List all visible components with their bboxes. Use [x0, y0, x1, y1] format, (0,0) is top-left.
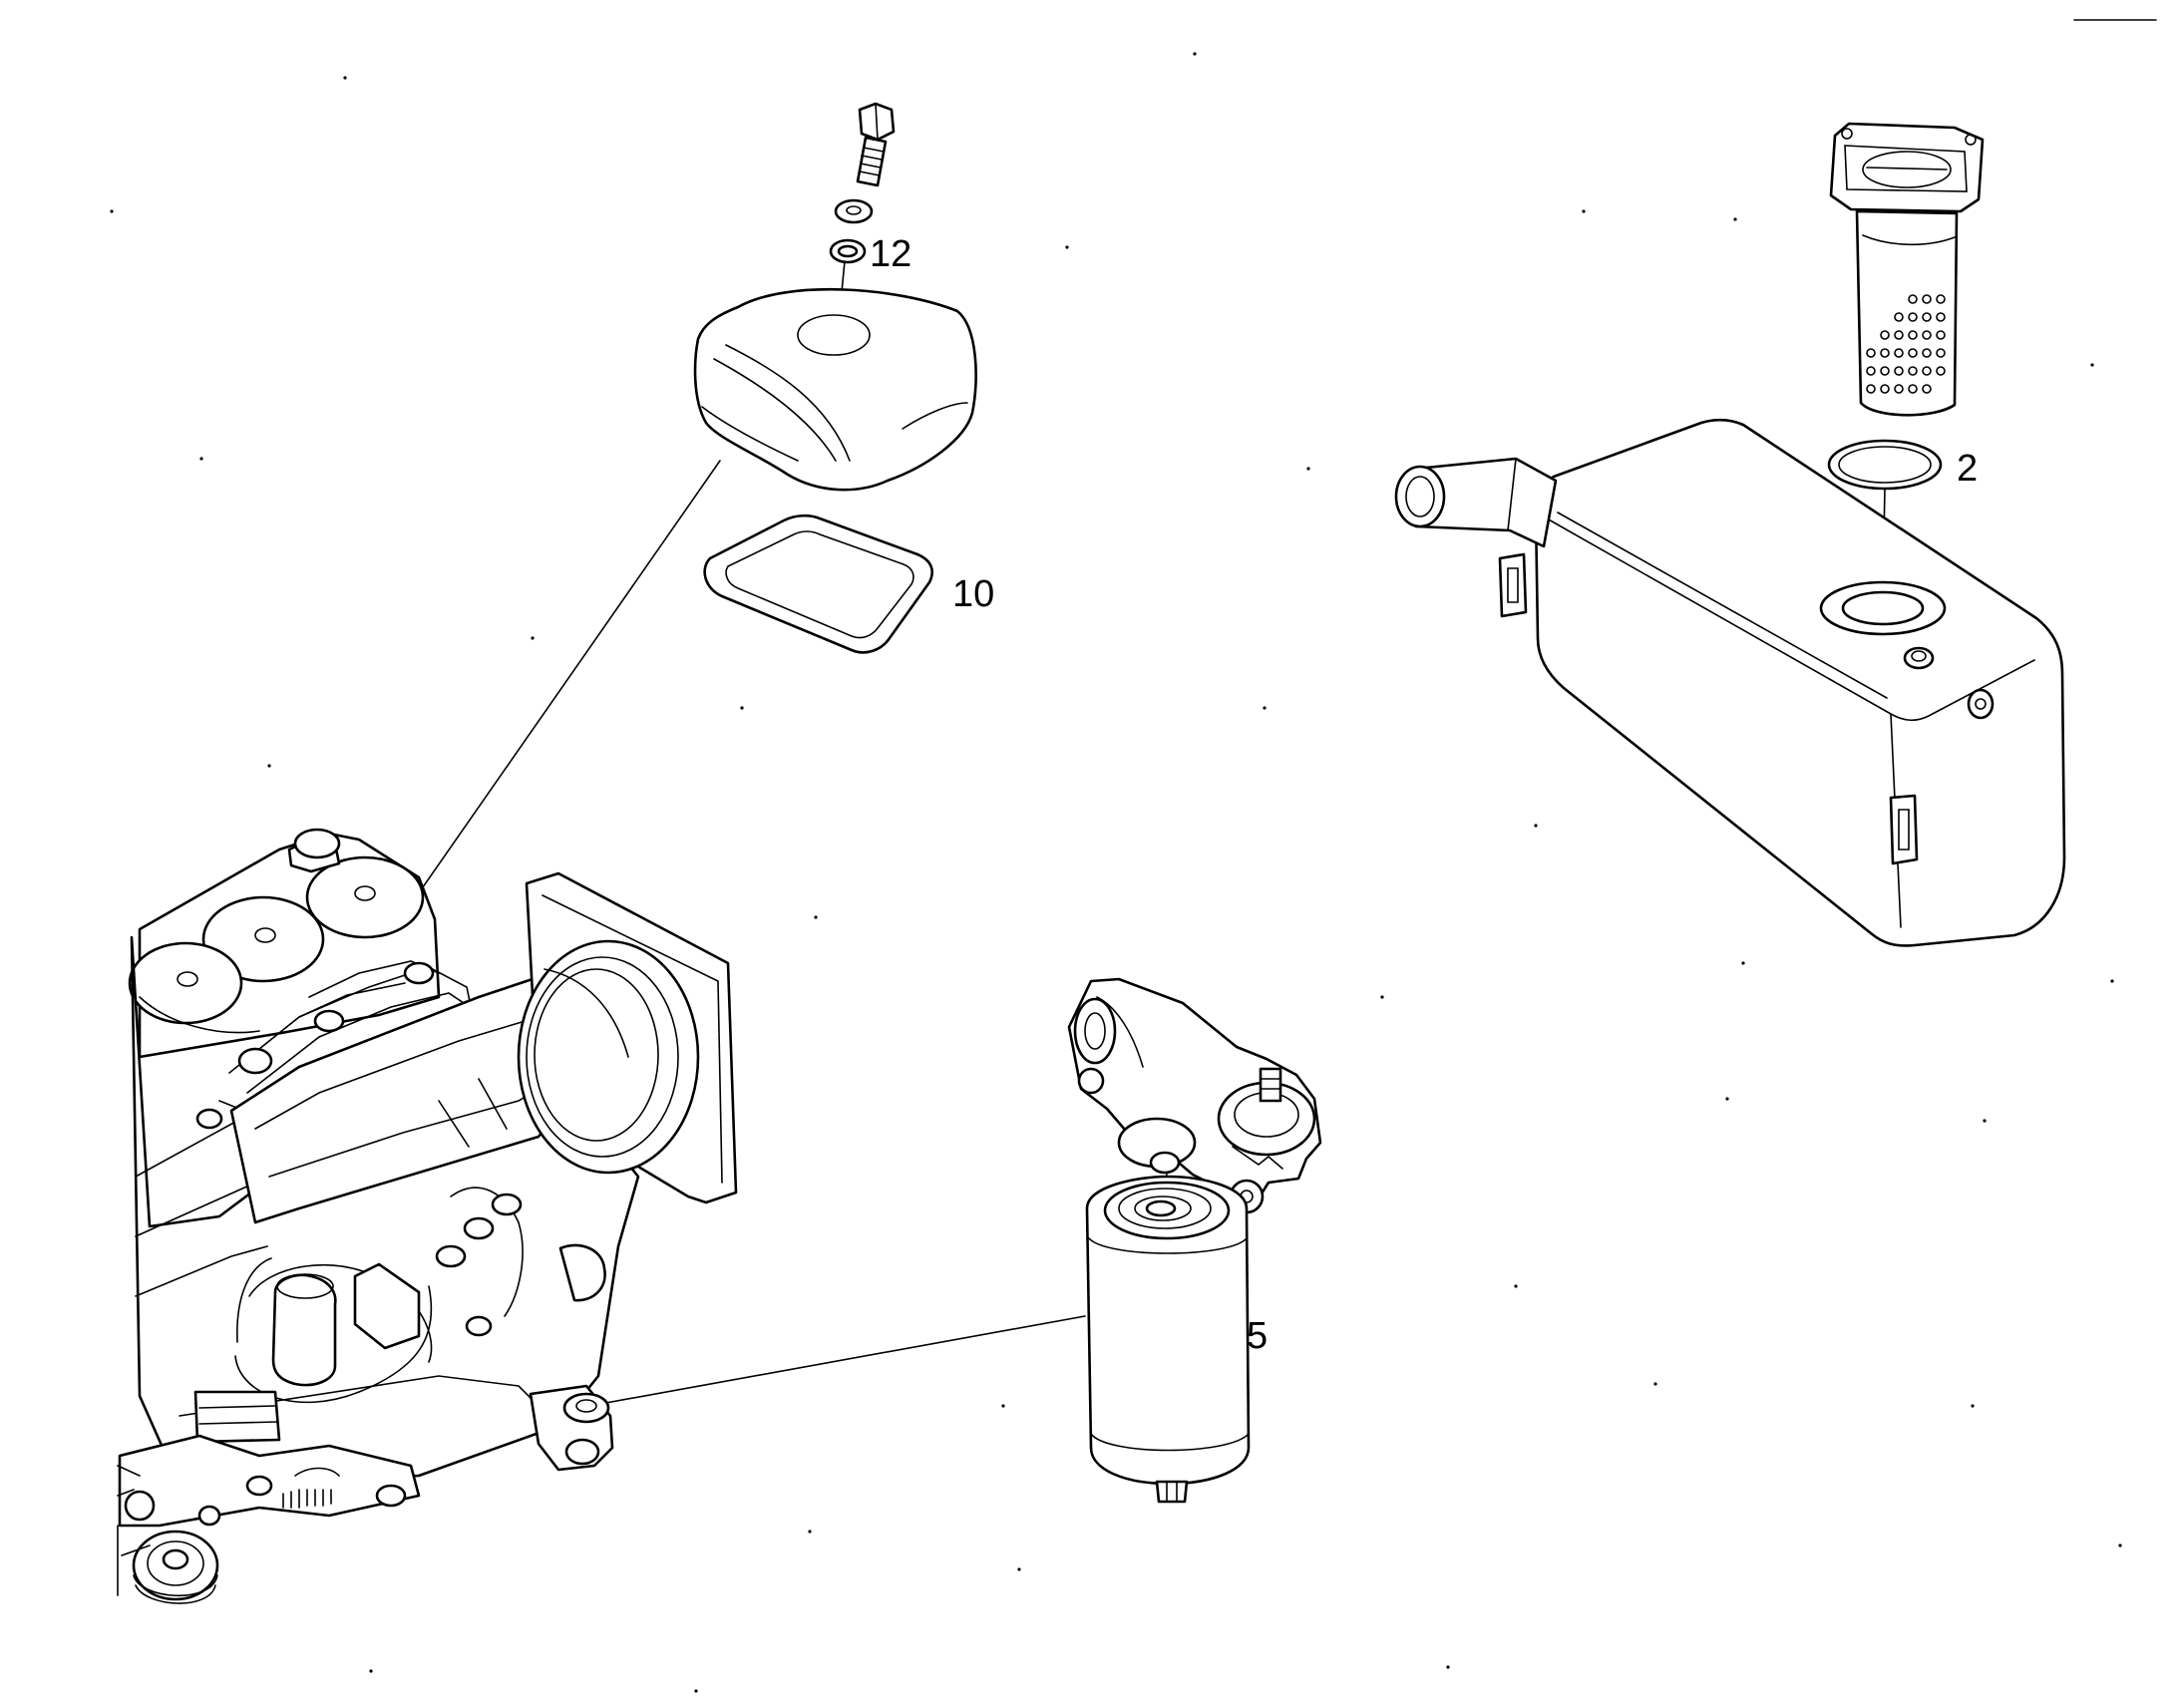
strainer-perforations [1866, 294, 1946, 394]
blower-ring [517, 939, 700, 1175]
bolt [856, 102, 896, 187]
fuel-tank-assembly: 2 [1394, 122, 2066, 947]
leader-cover-to-engine [394, 460, 721, 928]
filler-strainer [1829, 122, 1985, 417]
cylinder-head-1 [305, 855, 425, 939]
cylinder-head-3 [128, 941, 243, 1025]
engine [117, 828, 738, 1604]
cover-assembly: 12 10 [394, 102, 994, 928]
cylinder-head-2 [201, 895, 325, 983]
scan-specks [110, 52, 2122, 1693]
fuel-filter [1085, 1175, 1251, 1504]
filter-head [1067, 977, 1322, 1214]
washer-upper [834, 198, 874, 224]
filter-cover [693, 287, 977, 492]
callout-5: 5 [1247, 1315, 1268, 1357]
tank-seal-ring [1827, 439, 1943, 491]
cover-gasket [703, 513, 933, 654]
leader-filter-to-engine [577, 1315, 1086, 1409]
callout-10: 10 [952, 573, 994, 615]
callout-12: 12 [870, 233, 911, 275]
callout-2: 2 [1957, 448, 1978, 490]
fuel-filter-assembly: 5 [248, 977, 1322, 1504]
fuel-tank [1394, 418, 2066, 947]
